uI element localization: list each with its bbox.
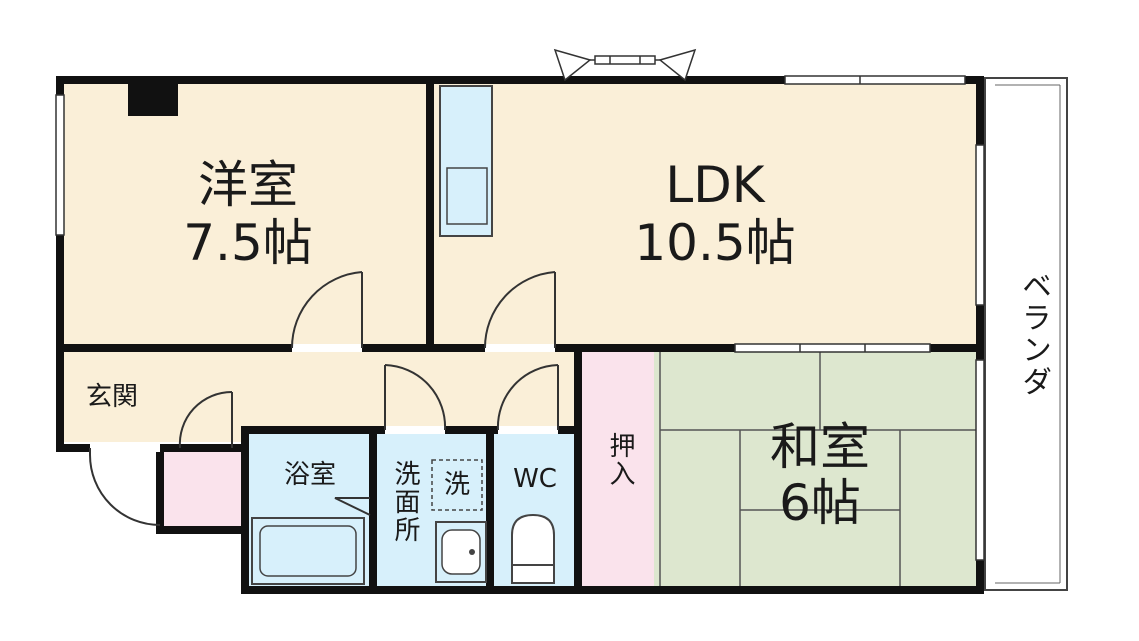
tatami-mat-lines xyxy=(659,348,980,590)
japanese-room-size: 6帖 xyxy=(779,474,861,532)
ldk-floor xyxy=(430,80,980,348)
japanese-room-name: 和室 xyxy=(770,418,870,476)
washer-space xyxy=(431,459,483,511)
closet-floor xyxy=(578,348,654,590)
western-room-name: 洋室 xyxy=(198,156,298,214)
entrance-floor xyxy=(60,348,160,442)
entrance-label: 玄関 xyxy=(85,382,138,412)
wash-basin xyxy=(435,521,487,583)
kitchen-counter xyxy=(439,85,493,237)
tatami-floor xyxy=(654,348,980,590)
ldk-name: LDK xyxy=(665,156,765,214)
doors xyxy=(89,271,559,526)
veranda-label: ベランダ xyxy=(1016,270,1051,398)
western-room-floor xyxy=(60,80,430,348)
toilet xyxy=(511,513,555,584)
wc-label: WC xyxy=(513,464,557,494)
bath-label: 浴室 xyxy=(283,460,336,490)
ldk-size: 10.5帖 xyxy=(634,214,796,272)
washroom-label: 洗面所 xyxy=(390,460,420,544)
bathtub xyxy=(251,517,365,585)
shoe-storage xyxy=(160,448,242,530)
windows xyxy=(55,48,985,561)
closet-label: 押入 xyxy=(605,432,635,488)
veranda-area xyxy=(984,77,1068,591)
western-room-size: 7.5帖 xyxy=(183,214,313,272)
washer-label: 洗 xyxy=(443,470,470,500)
pillar-block xyxy=(128,84,178,116)
